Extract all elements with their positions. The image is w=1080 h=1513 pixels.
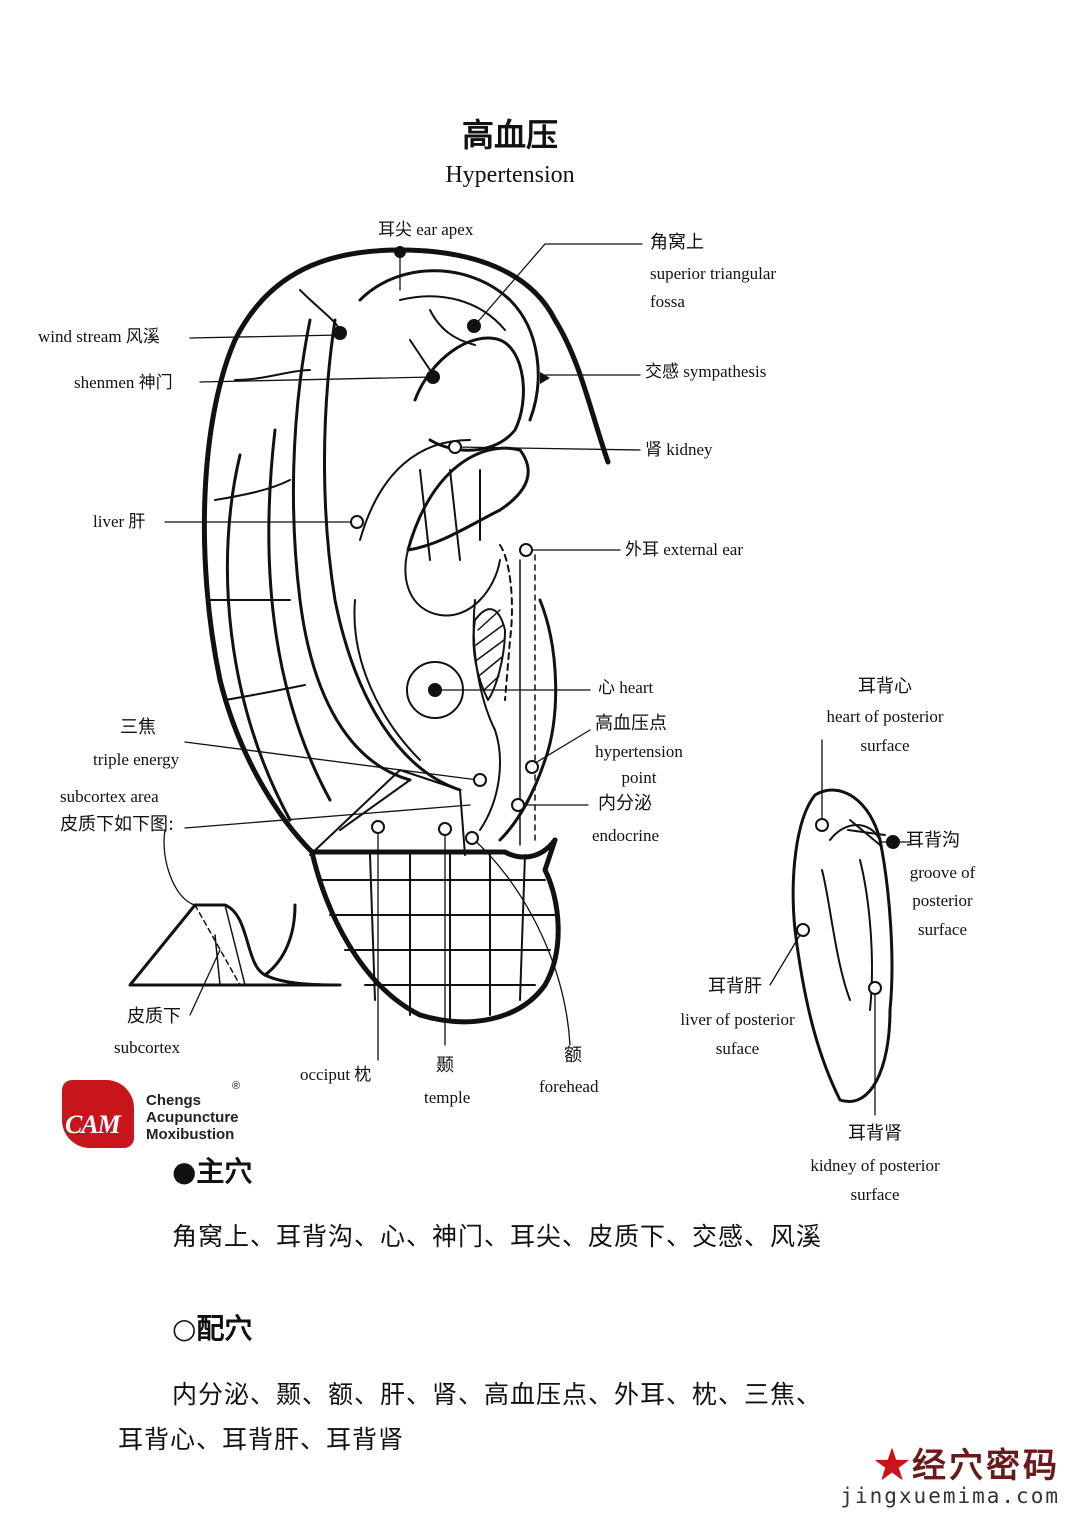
cam-logo: CAM Chengs Acupuncture Moxibustion ®	[62, 1080, 272, 1150]
label-endocrine-cn: 内分泌	[598, 793, 652, 814]
label-superior-triangular-en1: superior triangular	[650, 264, 777, 283]
point-kidney	[448, 440, 462, 454]
title-english: Hypertension	[445, 162, 575, 188]
label-groove-posterior-en1: groove of	[909, 863, 976, 882]
secondary-points-text-line2: 耳背心、耳背肝、耳背肾	[118, 1425, 405, 1454]
label-liver-posterior-en1: liver of posterior	[680, 1010, 795, 1029]
point-forehead	[465, 831, 479, 845]
main-points-text: 角窝上、耳背沟、心、神门、耳尖、皮质下、交感、风溪	[172, 1222, 823, 1251]
label-liver-posterior-cn: 耳背肝	[708, 976, 762, 997]
point-heart	[428, 683, 442, 697]
logo-mark: CAM	[62, 1080, 134, 1148]
point-groove-posterior	[886, 835, 900, 849]
point-liver-posterior	[796, 923, 810, 937]
label-forehead-cn: 额	[564, 1045, 582, 1066]
point-heart-posterior	[815, 818, 829, 832]
point-wind-stream	[333, 326, 347, 340]
point-liver	[350, 515, 364, 529]
label-triple-energy-cn: 三焦	[120, 717, 156, 738]
point-hypertension	[525, 760, 539, 774]
label-heart: 心 heart	[598, 678, 654, 697]
label-kidney-posterior-en1: kidney of posterior	[810, 1156, 940, 1175]
label-liver-posterior-en2: suface	[715, 1039, 760, 1058]
label-endocrine-en: endocrine	[592, 826, 660, 845]
point-triple-energy	[473, 773, 487, 787]
point-temple	[438, 822, 452, 836]
label-superior-triangular-cn: 角窝上	[650, 232, 704, 253]
label-triple-energy-en: triple energy	[93, 750, 180, 769]
label-kidney: 肾 kidney	[645, 440, 713, 459]
label-wind-stream: wind stream 风溪	[38, 327, 160, 346]
label-liver: liver 肝	[93, 512, 146, 531]
point-superior-triangular-fossa	[467, 319, 481, 333]
label-temple-cn: 颞	[436, 1055, 454, 1076]
label-subcortex-area-cn: 皮质下如下图:	[60, 814, 175, 835]
watermark-logo-icon: ★	[875, 1446, 912, 1486]
label-shenmen: shenmen 神门	[74, 373, 173, 392]
point-ear-apex	[394, 246, 406, 258]
logo-registered-mark: ®	[232, 1080, 241, 1092]
label-external-ear: 外耳 external ear	[625, 540, 743, 559]
label-hypertension-point-cn: 高血压点	[595, 713, 667, 734]
label-ear-apex: 耳尖 ear apex	[378, 220, 474, 239]
label-kidney-posterior-en2: surface	[850, 1185, 900, 1204]
label-groove-posterior-en2: posterior	[912, 891, 973, 910]
label-heart-posterior-en1: heart of posterior	[826, 707, 944, 726]
logo-text: Chengs Acupuncture Moxibustion	[146, 1092, 239, 1143]
helix-outline	[201, 247, 611, 860]
label-groove-posterior-cn: 耳背沟	[906, 830, 960, 851]
point-sympathesis	[540, 372, 550, 384]
label-superior-triangular-en2: fossa	[650, 292, 685, 311]
label-subcortex-cn: 皮质下	[127, 1006, 181, 1027]
title-chinese: 高血压	[461, 116, 558, 154]
label-subcortex-en: subcortex	[114, 1038, 181, 1057]
label-hypertension-point-en1: hypertension	[595, 742, 683, 761]
point-shenmen	[426, 370, 440, 384]
point-occiput	[371, 820, 385, 834]
point-kidney-posterior	[868, 981, 882, 995]
lobule-outline	[309, 837, 561, 1025]
secondary-points-text-line1: 内分泌、颞、额、肝、肾、高血压点、外耳、枕、三焦、	[172, 1380, 823, 1409]
secondary-points-heading: ○配穴	[172, 1312, 253, 1345]
label-heart-posterior-en2: surface	[860, 736, 910, 755]
label-hypertension-point-en2: point	[621, 768, 657, 787]
point-external-ear	[519, 543, 533, 557]
label-subcortex-area-en: subcortex area	[60, 787, 159, 806]
watermark-chinese: ★经穴密码	[875, 1446, 1060, 1486]
main-points-heading: ●主穴	[172, 1155, 253, 1188]
label-occiput: occiput 枕	[300, 1065, 372, 1084]
label-forehead-en: forehead	[539, 1077, 599, 1096]
label-heart-posterior-cn: 耳背心	[858, 676, 912, 697]
label-sympathesis: 交感 sympathesis	[645, 362, 767, 381]
label-kidney-posterior-cn: 耳背肾	[848, 1123, 902, 1144]
watermark-url: jingxuemima.com	[840, 1484, 1060, 1508]
label-groove-posterior-en3: surface	[917, 920, 968, 939]
label-temple-en: temple	[424, 1088, 471, 1107]
point-endocrine	[511, 798, 525, 812]
